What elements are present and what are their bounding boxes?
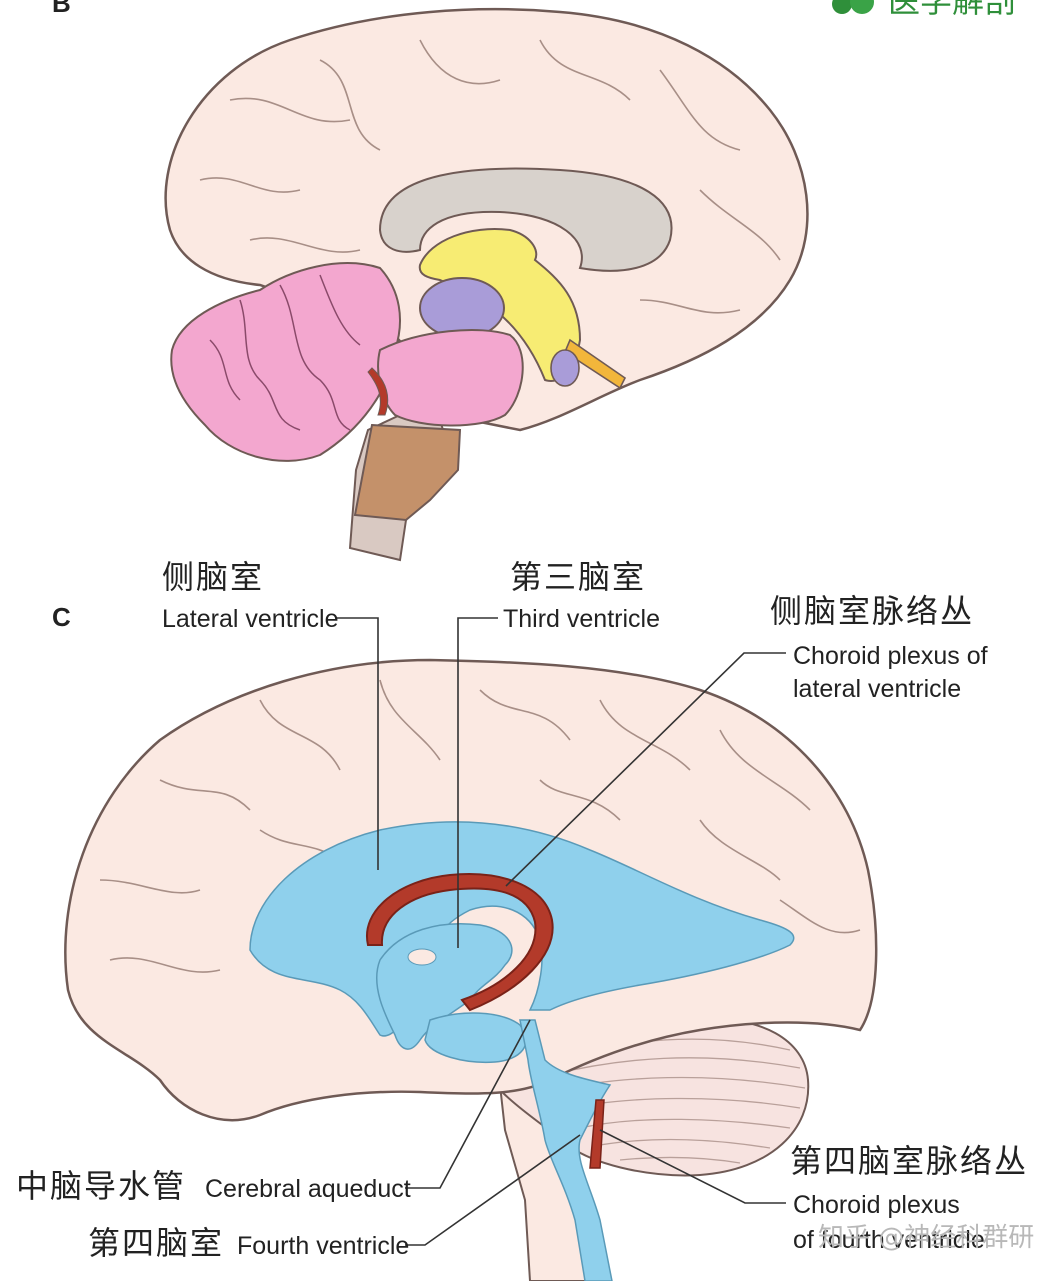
leader-choroid-lateral <box>505 652 786 887</box>
midbrain-purple-b <box>419 277 505 339</box>
lateral-ventricle-zh: 侧脑室 <box>162 558 264 596</box>
interthalamic-adhesion <box>407 948 437 966</box>
choroid-lateral-en-2: lateral ventricle <box>793 675 961 703</box>
leader-aqueduct <box>405 1019 531 1189</box>
aqueduct-and-fourth-ventricle <box>519 1019 613 1281</box>
fourth-ventricle-zh: 第四脑室 <box>88 1224 224 1262</box>
brand-watermark: 医学解剖 <box>832 0 1016 20</box>
panel-b-letter: B <box>52 0 71 18</box>
choroid-plexus-lateral-shape <box>365 873 554 1012</box>
aqueduct-zh: 中脑导水管 <box>16 1167 186 1205</box>
choroid-fourth-en-1: Choroid plexus <box>793 1191 960 1219</box>
fourth-ventricle-en: Fourth ventricle <box>237 1232 409 1260</box>
leader-lateral-ventricle <box>336 617 379 870</box>
hypothalamus-purple-b <box>550 349 580 387</box>
third-ventricle-en: Third ventricle <box>503 605 660 633</box>
gyri-b <box>199 39 781 314</box>
panel-b: B 医学解剖 <box>52 0 1016 562</box>
brand-logo-icon-2 <box>850 0 874 14</box>
lateral-ventricle-en: Lateral ventricle <box>162 605 338 633</box>
choroid-lateral-en-1: Choroid plexus of <box>793 642 988 670</box>
choroid-lateral-zh: 侧脑室脉络丛 <box>770 592 974 630</box>
optic-tract-b <box>564 338 627 390</box>
third-ventricle-zh: 第三脑室 <box>510 558 646 596</box>
brainstem-b <box>353 423 462 522</box>
choroid-fourth-en-2: of fourth ventricle <box>793 1226 985 1254</box>
fourth-ventricle-b <box>367 367 389 416</box>
aqueduct-en: Cerebral aqueduct <box>205 1175 411 1203</box>
gyri-c <box>99 679 861 973</box>
panel-c: C <box>16 558 1034 1281</box>
arbor-vitae-b <box>209 274 361 431</box>
choroid-plexus-fourth-shape <box>589 1099 605 1169</box>
leader-third-ventricle <box>457 617 498 948</box>
cerebrum-b <box>164 7 809 432</box>
choroid-fourth-zh: 第四脑室脉络丛 <box>790 1142 1028 1180</box>
cerebellum-folia-c <box>544 1038 806 1164</box>
cerebellum-b <box>170 262 401 462</box>
corpus-callosum-b <box>378 167 673 272</box>
brand-text: 医学解剖 <box>888 0 1016 20</box>
temporal-horn-shape <box>424 1012 527 1064</box>
brand-logo-icon <box>832 0 852 14</box>
leader-fourth-ventricle <box>405 1134 581 1246</box>
pons-b <box>377 329 524 427</box>
bottom-watermark: 知乎 @神经科群研 <box>818 1223 1034 1253</box>
panel-c-letter: C <box>52 602 71 632</box>
leader-choroid-fourth <box>599 1129 786 1204</box>
